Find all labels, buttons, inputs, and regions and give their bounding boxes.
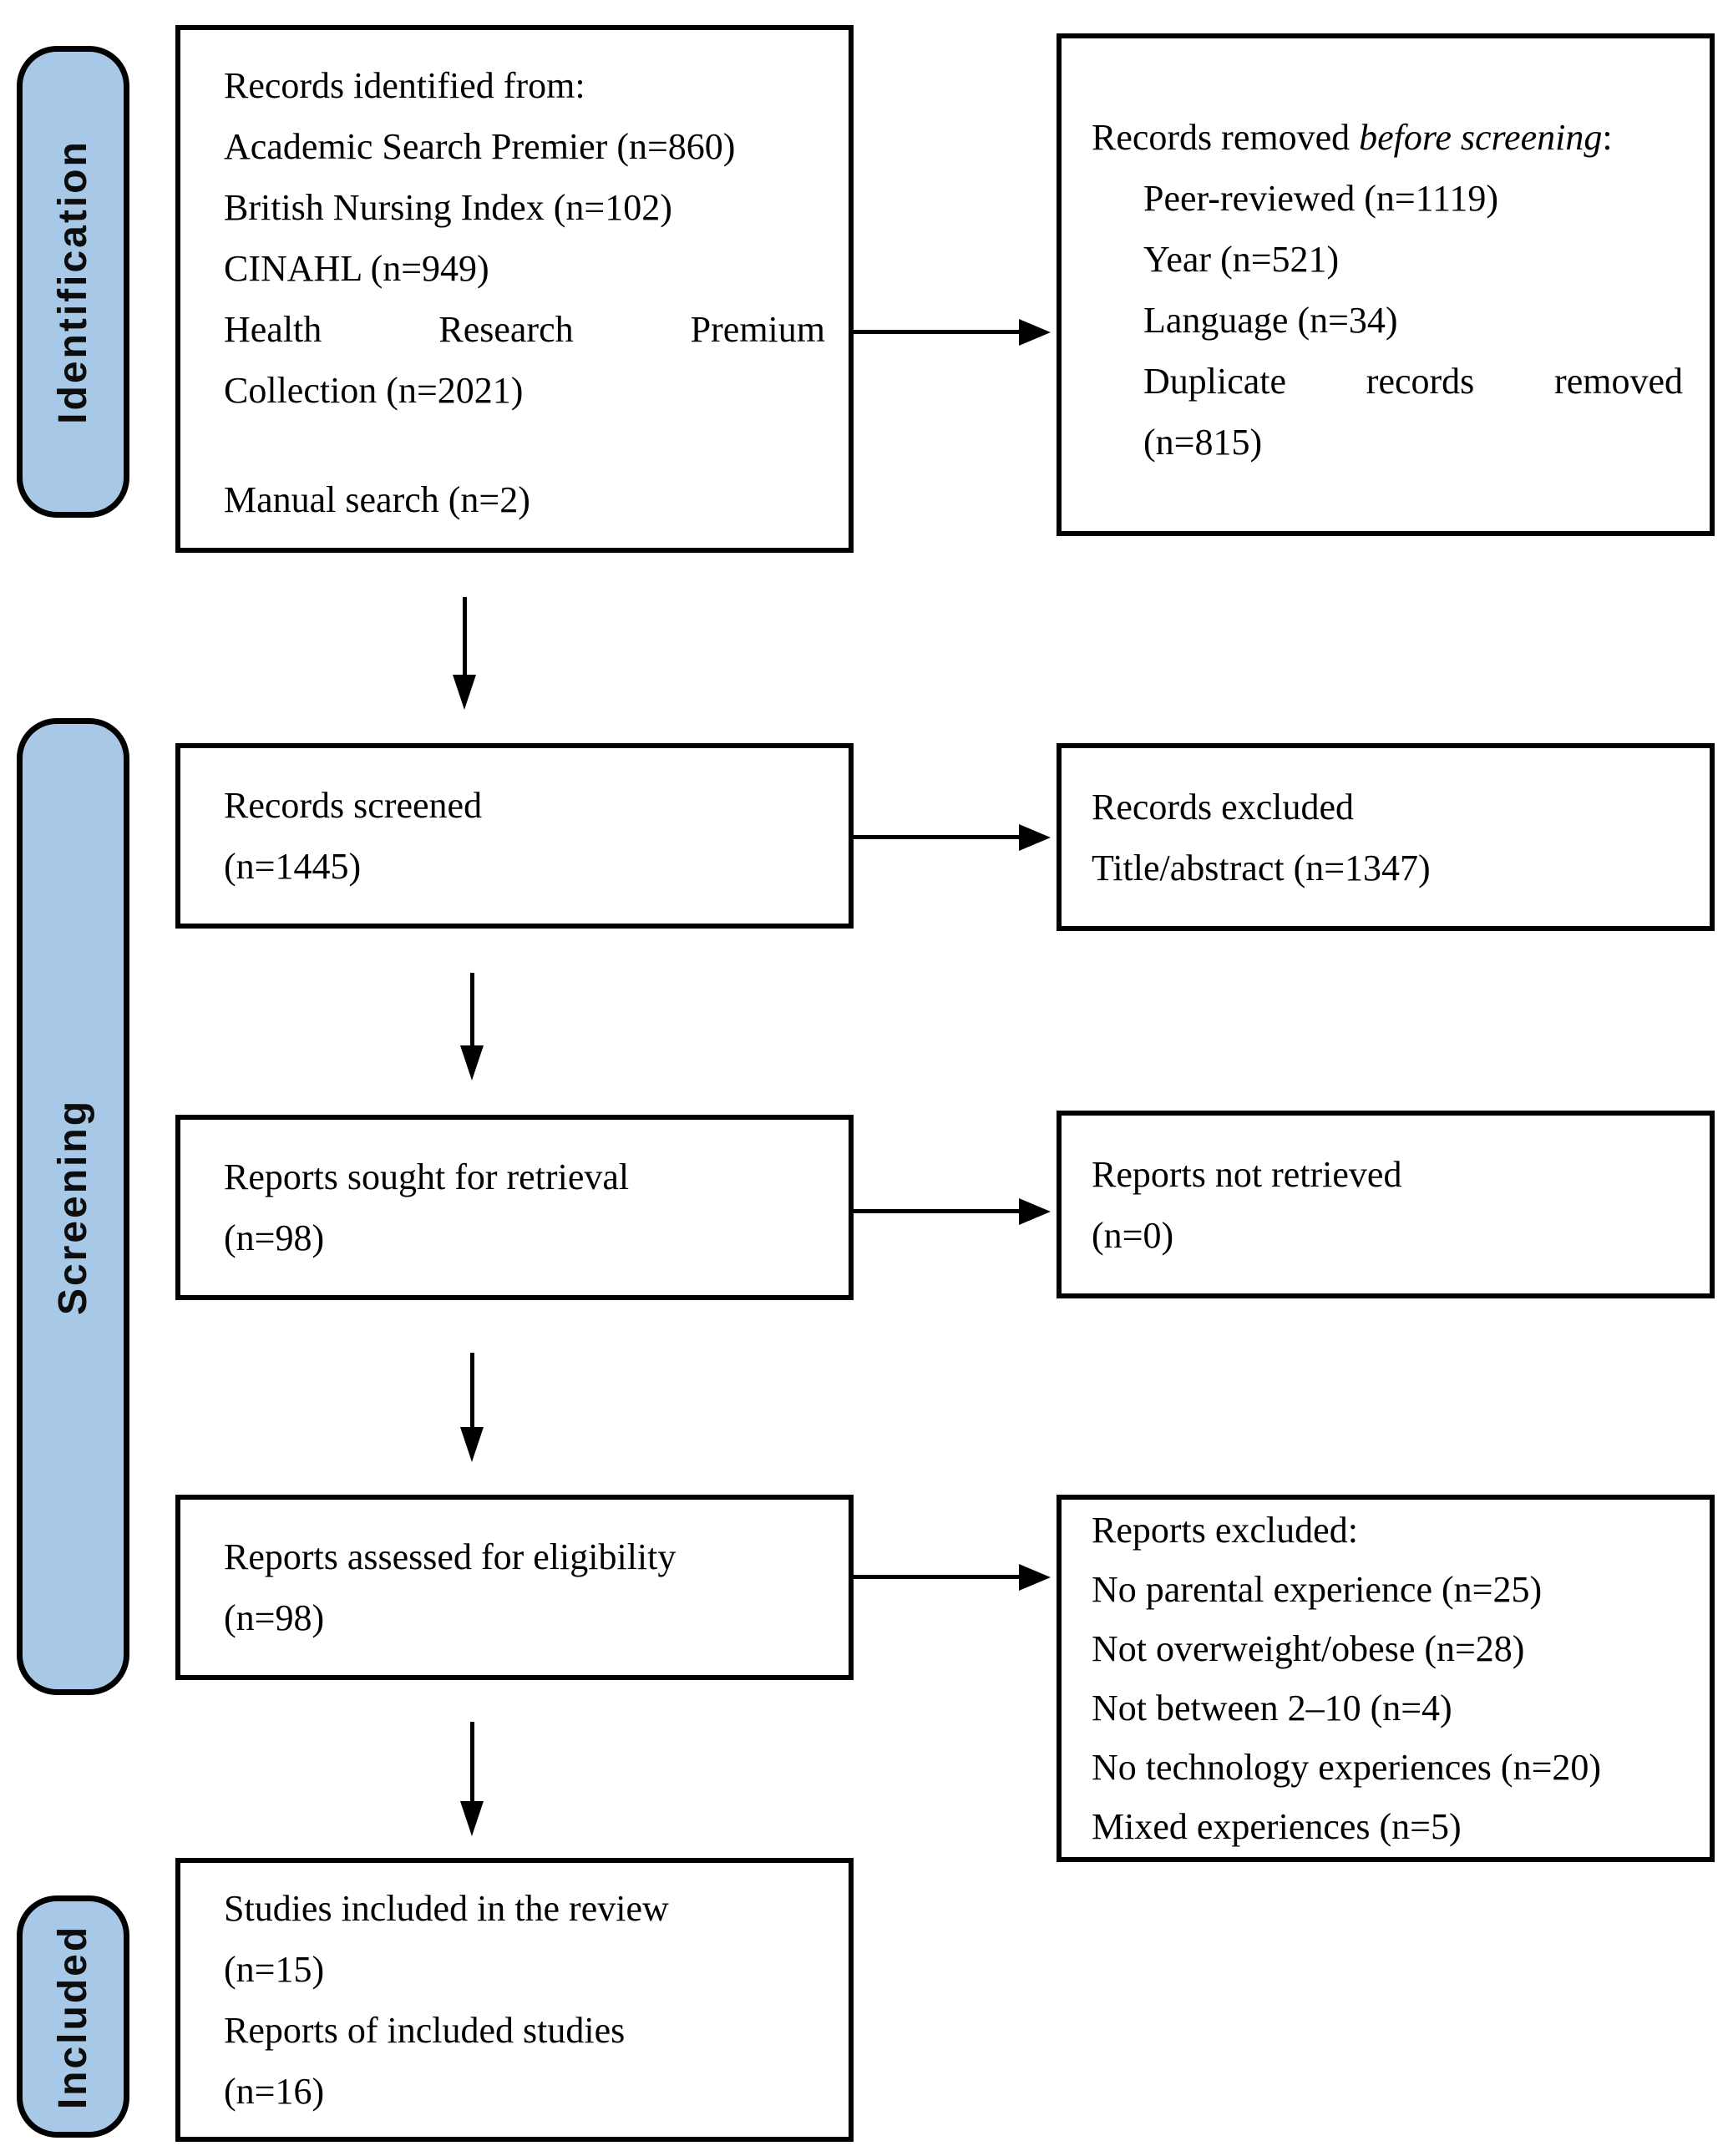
box-text-line: British Nursing Index (n=102) xyxy=(224,187,672,228)
arrowhead-down-icon xyxy=(460,1045,484,1081)
box-title-prefix: Records removed xyxy=(1092,117,1360,158)
records-removed-box: Records removed before screening: Peer-r… xyxy=(1057,33,1715,536)
stage-bar-included: Included xyxy=(17,1895,129,2138)
box-text-line: Title/abstract (n=1347) xyxy=(1092,847,1431,888)
arrow-identified-to-screened xyxy=(463,597,467,677)
reports-excluded-box: Reports excluded: No parental experience… xyxy=(1057,1495,1715,1862)
arrowhead-right-icon xyxy=(1019,1198,1051,1225)
box-text-line: (n=1445) xyxy=(224,846,362,887)
box-text-line: Manual search (n=2) xyxy=(224,479,530,520)
box-text-line: (n=815) xyxy=(1143,422,1263,463)
box-text-line: Not between 2–10 (n=4) xyxy=(1092,1688,1452,1728)
box-title-italic: before screening xyxy=(1359,117,1603,158)
box-text-line: (n=0) xyxy=(1092,1214,1174,1256)
stage-label-screening: Screening xyxy=(51,1098,96,1315)
box-text-line: Reports assessed for eligibility xyxy=(224,1536,677,1577)
box-text-line: (n=15) xyxy=(224,1949,325,1990)
stage-bar-screening: Screening xyxy=(17,718,129,1695)
blank-line xyxy=(224,421,825,469)
stage-label-identification: Identification xyxy=(51,139,96,424)
box-text-line: Records identified from: xyxy=(224,65,585,106)
arrowhead-right-icon xyxy=(1019,1564,1051,1591)
box-text-line: Studies included in the review xyxy=(224,1888,669,1929)
arrowhead-right-icon xyxy=(1019,319,1051,346)
box-text-line: Mixed experiences (n=5) xyxy=(1092,1806,1462,1847)
box-text-line: Collection (n=2021) xyxy=(224,370,524,411)
reports-not-retrieved-box: Reports not retrieved (n=0) xyxy=(1057,1111,1715,1298)
box-text-line: (n=16) xyxy=(224,2071,325,2112)
box-text-line: Records excluded xyxy=(1092,786,1354,827)
arrow-identified-to-removed xyxy=(854,330,1021,334)
arrowhead-down-icon xyxy=(460,1427,484,1462)
reports-assessed-box: Reports assessed for eligibility (n=98) xyxy=(175,1495,854,1680)
box-text-line: Peer-reviewed (n=1119) xyxy=(1143,178,1499,219)
box-text-line: No technology experiences (n=20) xyxy=(1092,1747,1602,1788)
box-text-line: Academic Search Premier (n=860) xyxy=(224,126,736,167)
box-text-line: No parental experience (n=25) xyxy=(1092,1569,1543,1610)
box-text-line: CINAHL (n=949) xyxy=(224,248,489,289)
box-text-line: Not overweight/obese (n=28) xyxy=(1092,1628,1525,1669)
arrow-assessed-to-included xyxy=(470,1722,474,1804)
box-text-line: Reports not retrieved xyxy=(1092,1153,1402,1195)
arrow-screened-to-sought xyxy=(470,973,474,1048)
records-identified-box: Records identified from: Academic Search… xyxy=(175,25,854,553)
box-text-line: Reports sought for retrieval xyxy=(224,1156,630,1197)
arrow-sought-to-assessed xyxy=(470,1353,474,1430)
arrowhead-right-icon xyxy=(1019,824,1051,851)
records-screened-box: Records screened (n=1445) xyxy=(175,743,854,929)
studies-included-box: Studies included in the review (n=15) Re… xyxy=(175,1858,854,2142)
arrow-screened-to-excluded xyxy=(854,835,1021,839)
arrow-sought-to-not-retrieved xyxy=(854,1209,1021,1213)
box-text-line: (n=98) xyxy=(224,1597,325,1638)
arrowhead-down-icon xyxy=(453,675,476,710)
box-text-line: Reports of included studies xyxy=(224,2010,626,2051)
records-excluded-box: Records excluded Title/abstract (n=1347) xyxy=(1057,743,1715,931)
box-text-line: Duplicate records removed xyxy=(1143,361,1683,402)
box-title-line: Records removed before screening: xyxy=(1092,107,1683,168)
stage-bar-identification: Identification xyxy=(17,46,129,518)
box-text-line: Records screened xyxy=(224,785,483,826)
arrowhead-down-icon xyxy=(460,1801,484,1836)
arrow-assessed-to-reports-excluded xyxy=(854,1575,1021,1579)
reports-sought-box: Reports sought for retrieval (n=98) xyxy=(175,1115,854,1300)
box-text-line: Reports excluded: xyxy=(1092,1510,1358,1551)
box-text-line: Health Research Premium xyxy=(224,309,825,350)
box-text-line: (n=98) xyxy=(224,1217,325,1258)
box-text-line: Year (n=521) xyxy=(1143,239,1340,280)
box-text-line: Language (n=34) xyxy=(1143,300,1398,341)
stage-label-included: Included xyxy=(51,1924,95,2109)
box-title-suffix: : xyxy=(1602,117,1613,158)
